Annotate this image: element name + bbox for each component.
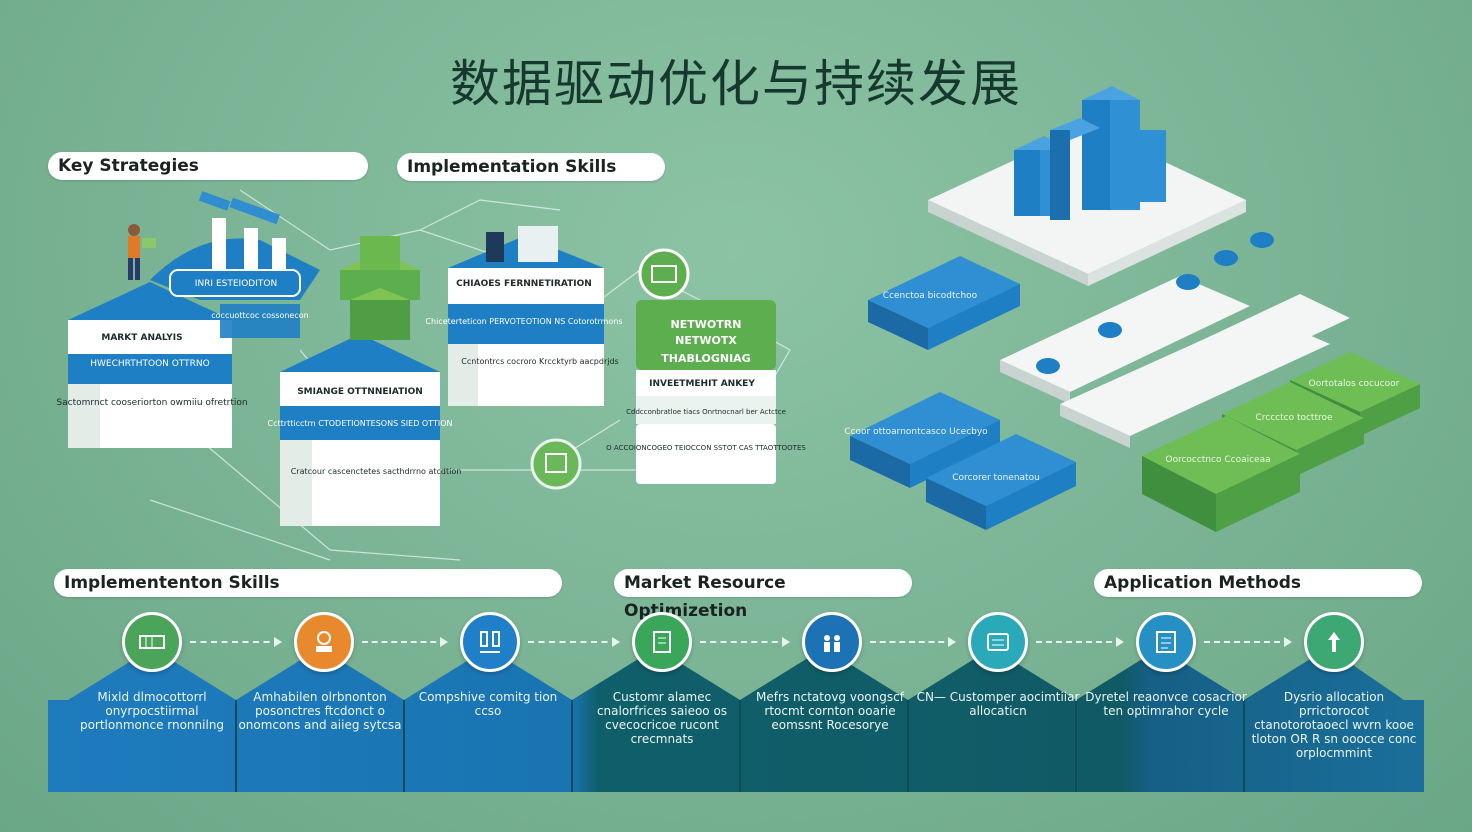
header-implementation-skills: Implementation Skills [397, 153, 665, 181]
blue-block-1 [868, 256, 1020, 350]
database-cylinders [1036, 232, 1274, 374]
stage-8-text: Dysrio allocation prrictorocot ctanotoro… [1251, 690, 1417, 760]
card-investment [636, 300, 776, 484]
arrow-2-3 [362, 637, 448, 647]
customer-seg-panel [220, 304, 300, 338]
arrow-3-4 [528, 637, 620, 647]
blue-block-3 [926, 434, 1076, 530]
stage-3-icon [460, 612, 520, 672]
card-investment-mid: INVEETMEHIT ANKEY [649, 379, 755, 389]
rate-block [150, 191, 320, 300]
arrow-7-8 [1204, 637, 1292, 647]
process-band [48, 648, 1424, 792]
blue-block-2-label: Ccoor ottoarnontcasco Ucecbyo [844, 427, 988, 437]
stage-4-text: Customr alamec cnalorfrices saieoo os cv… [596, 690, 728, 746]
platform-row-1 [1000, 276, 1250, 404]
header-market-resource: Market Resource Optimizetion [614, 569, 912, 621]
card-market-analysis [68, 282, 232, 448]
rate-block-label: INRI ESTEIODITON [195, 279, 277, 289]
card-channel-formation [448, 226, 604, 406]
globe-icon-top [638, 248, 690, 300]
blue-block-1-label: Ccenctoa bicodtchoo [883, 291, 978, 301]
arrow-6-7 [1036, 637, 1124, 647]
header-key-strategies: Key Strategies [48, 152, 368, 180]
header-application-methods: Application Methods [1094, 569, 1422, 597]
stage-7-text: Dyretel reaonvce cosacrior ten optimraho… [1085, 690, 1247, 718]
arrow-5-6 [870, 637, 956, 647]
card-finance-optimization-blue: Ccttrtticctrn CTODETIONTESONS SIED OTTIO… [268, 419, 453, 428]
customer-seg-label: coccuottcoc cossonecon [211, 311, 308, 320]
stage-6-icon [968, 612, 1028, 672]
stage-7-icon [1136, 612, 1196, 672]
stage-1-icon [122, 612, 182, 672]
platform-row-3 [1160, 294, 1350, 384]
card-market-analysis-blue: HWECHRTHTOON OTTRNO [90, 359, 210, 369]
card-investment-white1: Cddcconbratloe tiacs Onrtnocnarl ber Act… [626, 408, 786, 416]
card-finance-optimization-top: SMIANGE OTTNNEIATION [297, 387, 423, 397]
card-channel-formation-blue: Chiceterteticon PERVOTEOTION NS Cotorotr… [425, 317, 622, 326]
card-investment-top3: THABLOGNIAG [661, 352, 750, 365]
green-block-3 [1142, 416, 1300, 532]
card-finance-optimization [280, 334, 440, 526]
box-icon-bottom [530, 438, 582, 490]
arrow-4-5 [700, 637, 790, 647]
green-block-1-label: Oortotalos cocucoor [1309, 379, 1400, 389]
green-tower [340, 236, 420, 340]
green-block-3-label: Oorcocctnco Ccoaiceaa [1165, 455, 1270, 465]
blue-block-3-label: Corcorer tonenatou [952, 473, 1040, 483]
stage-2-icon [294, 612, 354, 672]
stage-5-text: Mefrs nctatovg voongscf rtocmt cornton o… [756, 690, 904, 732]
green-block-2-label: Crccctco tocttroe [1255, 413, 1333, 423]
stage-1-text: Mixld dlmocottorrl onyrpocstiirmal portl… [79, 690, 225, 732]
card-market-analysis-white: Sactomrnct cooseriorton owmiiu ofretrtio… [56, 398, 247, 408]
header-implementation-skills-bottom: Implemententon Skills [54, 569, 562, 597]
card-channel-formation-top: CHIAOES FERNNETIRATION [456, 279, 592, 289]
stage-5-icon [802, 612, 862, 672]
server-buildings [1014, 86, 1166, 220]
blue-block-2 [850, 392, 1000, 488]
card-investment-top1: NETWOTRN [671, 318, 742, 331]
card-finance-optimization-white: Cratcour cascenctetes sacthdrrno atcdtio… [291, 467, 462, 476]
card-channel-formation-white: Ccntontrcs cocroro Krccktyrb aacpdrjds [461, 357, 618, 366]
page-title: 数据驱动优化与持续发展 [450, 55, 1022, 113]
stage-3-text: Compshive comitg tion ccso [418, 690, 558, 718]
person-figure [128, 224, 156, 280]
stage-8-icon [1304, 612, 1364, 672]
stage-2-text: Amhabilen olrbnonton posonctres ftcdonct… [238, 690, 402, 732]
card-investment-top2: NETWOTX [675, 334, 737, 347]
stage-4-icon [632, 612, 692, 672]
stage-6-text: CN— Customper aocimtiiar allocaticn [916, 690, 1080, 718]
card-market-analysis-top: MARKT ANALYIS [101, 333, 182, 343]
arrow-1-2 [190, 637, 282, 647]
card-investment-white2: O ACCOIONCOGEO TEIOCCON SSTOT CAS TTAOTT… [606, 444, 806, 452]
